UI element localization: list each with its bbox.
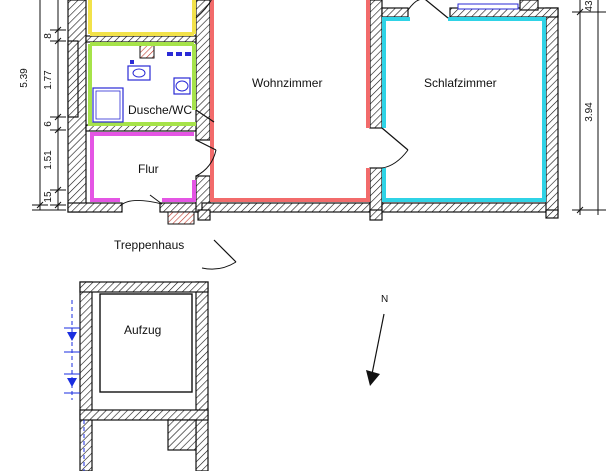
dim-segment-bath: 1.77	[43, 70, 54, 90]
bath-fixtures	[92, 52, 191, 123]
dim-segment-bottom: 15	[43, 191, 54, 203]
left-dimension-chain	[32, 0, 66, 211]
dim-segment-top: 8	[43, 33, 54, 39]
wall-opening-marker	[167, 211, 195, 225]
schlafzimmer-outline	[382, 17, 546, 202]
room-label-dusche-wc: Dusche/WC	[128, 103, 192, 117]
north-arrow	[366, 313, 385, 386]
elevator-shaft	[64, 281, 209, 471]
flur-outline	[90, 132, 196, 202]
room-label-schlafzimmer: Schlafzimmer	[424, 76, 497, 90]
top-room-outline	[88, 0, 196, 36]
room-label-aufzug: Aufzug	[124, 323, 161, 337]
dim-right-height: 3.94	[584, 102, 595, 122]
dim-total-height: 5.39	[19, 68, 30, 88]
walls	[67, 0, 559, 221]
doors	[119, 0, 539, 270]
north-label: N	[381, 294, 388, 305]
bath-outline	[88, 42, 196, 126]
dim-right-top: 43	[584, 0, 595, 12]
dim-segment-wall: 6	[43, 121, 54, 127]
dim-segment-flur: 1.51	[43, 150, 54, 170]
right-dimension-chain	[572, 0, 606, 215]
room-label-wohnzimmer: Wohnzimmer	[252, 76, 322, 90]
room-label-treppenhaus: Treppenhaus	[114, 238, 184, 252]
wohnzimmer-outline	[210, 0, 370, 202]
room-label-flur: Flur	[138, 162, 159, 176]
